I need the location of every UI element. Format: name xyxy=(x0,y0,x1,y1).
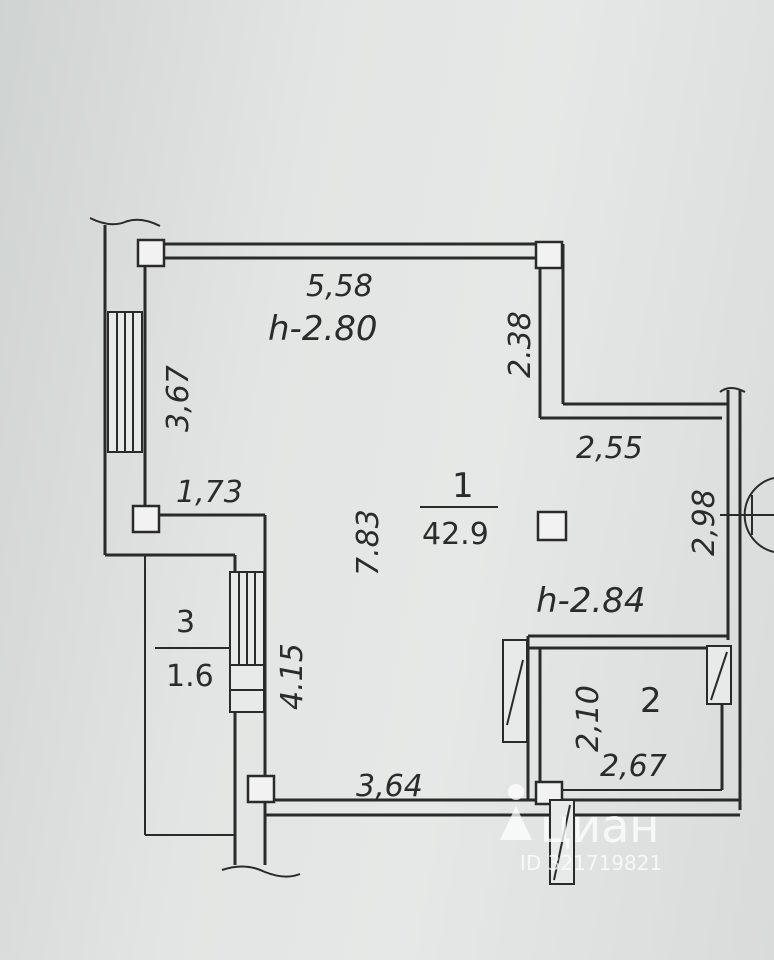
dim-step-width: 2,55 xyxy=(576,431,643,466)
room1-height-right: h-2.84 xyxy=(536,581,646,621)
door-room2-right xyxy=(706,645,732,705)
dim-center-height: 7.83 xyxy=(351,509,386,576)
dim-left-step: 1,73 xyxy=(176,475,243,510)
dim-right-upper: 2.38 xyxy=(503,311,538,378)
room1-number: 1 xyxy=(452,466,474,506)
watermark-brand: циан xyxy=(540,799,659,853)
dim-inner-left: 4.15 xyxy=(275,643,310,710)
column-top-right xyxy=(534,240,564,270)
dim-top-width: 5,58 xyxy=(306,269,373,304)
watermark-logo-icon xyxy=(500,784,532,840)
dim-right-lower: 2,98 xyxy=(687,489,722,556)
room3-area: 1.6 xyxy=(166,659,214,694)
window-left xyxy=(107,311,143,453)
pipe-bottom xyxy=(549,799,575,885)
column-bottom-left xyxy=(246,774,276,804)
room3-number: 3 xyxy=(176,605,195,640)
column-center xyxy=(536,510,568,542)
watermark: циан ID 321719821 xyxy=(500,784,662,875)
watermark-id: ID 321719821 xyxy=(520,851,662,875)
room2-area: 2,67 xyxy=(600,749,667,784)
door-room2-left xyxy=(502,639,528,743)
dim-bottom-width: 3,64 xyxy=(356,769,423,804)
dim-left-upper: 3,67 xyxy=(161,365,196,432)
column-mid-left xyxy=(131,504,161,534)
window-inner xyxy=(229,571,265,713)
room1-area: 42.9 xyxy=(422,517,489,552)
column-top-left xyxy=(136,238,166,268)
room1-height-top: h-2.80 xyxy=(268,309,378,349)
room2-number: 2 xyxy=(640,681,662,721)
dim-room2-height: 2,10 xyxy=(571,685,606,752)
